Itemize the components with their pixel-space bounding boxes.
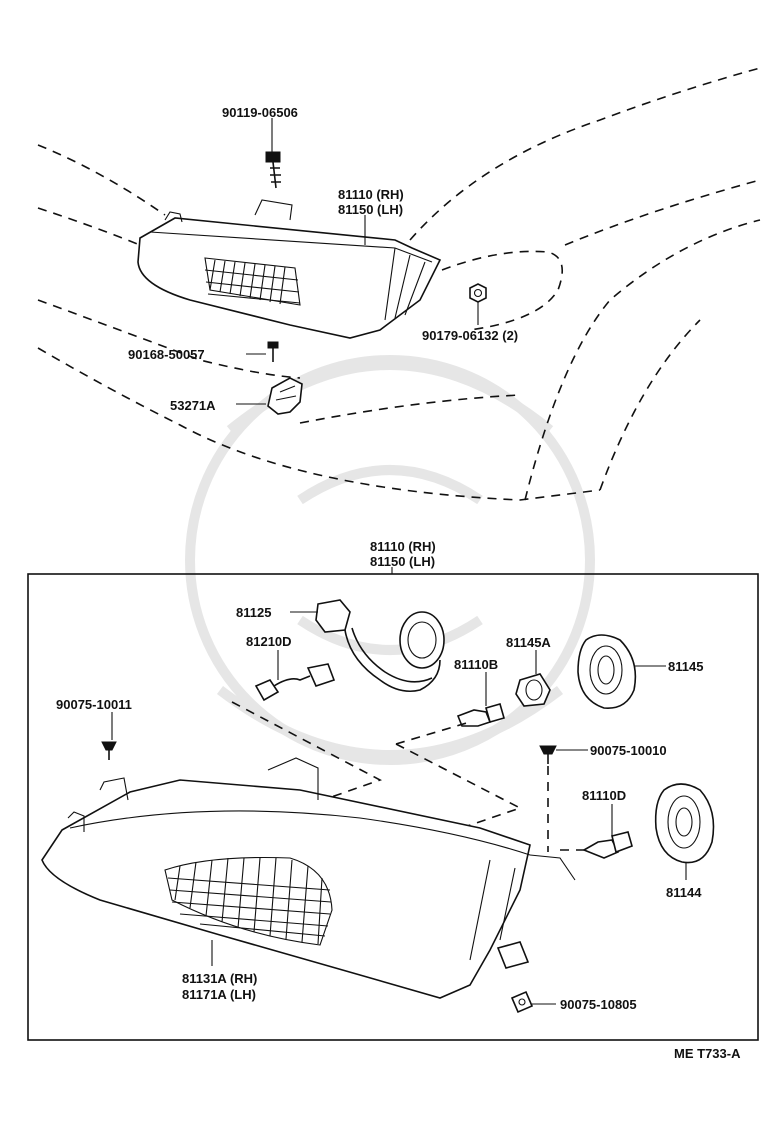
label-bracket: 53271A — [170, 398, 216, 413]
label-lamp-top-lh: 81150 (LH) — [338, 202, 403, 217]
label-cover-81144: 81144 — [666, 885, 702, 900]
cover-81144-icon — [654, 783, 715, 864]
cover-81145-icon — [577, 634, 637, 709]
headlamp-top — [137, 199, 442, 339]
assembly-guide-lines — [231, 701, 584, 852]
label-screw-small: 90168-50057 — [128, 347, 205, 362]
label-cap-a: 81145A — [506, 635, 551, 650]
label-bulb-b: 81110B — [454, 657, 498, 672]
clip-right-icon — [539, 745, 557, 764]
label-clip-left: 90075-10011 — [56, 697, 132, 712]
label-nut-top: 90179-06132 (2) — [422, 328, 518, 343]
clip-left-icon — [101, 741, 117, 760]
clip-bottom-icon — [510, 990, 534, 1014]
label-box-lh: 81150 (LH) — [370, 554, 435, 569]
label-lens-rh: 81131A (RH) — [182, 971, 257, 986]
bolt-top-icon — [265, 151, 281, 189]
label-bulb-d: 81110D — [582, 788, 626, 803]
bulb-b-icon — [456, 703, 505, 727]
label-box-rh: 81110 (RH) — [370, 539, 436, 554]
small-socket-icon — [254, 663, 336, 702]
label-cover-81145: 81145 — [668, 659, 703, 674]
headlamp-main — [41, 757, 576, 999]
harness-socket-icon — [315, 599, 445, 693]
bulb-d-icon — [582, 831, 633, 859]
car-body-outline — [37, 67, 761, 501]
exploded-view-frame — [27, 573, 759, 1041]
watermark-emblem — [185, 355, 595, 765]
label-lens-lh: 81171A (LH) — [182, 987, 256, 1002]
nut-icon — [469, 283, 487, 303]
cap-icon — [515, 673, 551, 707]
label-socket-small: 81210D — [246, 634, 292, 649]
screw-small-icon — [267, 341, 279, 362]
label-clip-bottom: 90075-10805 — [560, 997, 637, 1012]
diagram-code: ME T733-A — [674, 1046, 741, 1061]
label-bolt-top: 90119-06506 — [222, 105, 298, 120]
bracket-icon — [267, 377, 303, 415]
label-clip-right: 90075-10010 — [590, 743, 667, 758]
label-lamp-top-rh: 81110 (RH) — [338, 187, 404, 202]
label-socket-harness: 81125 — [236, 605, 271, 620]
